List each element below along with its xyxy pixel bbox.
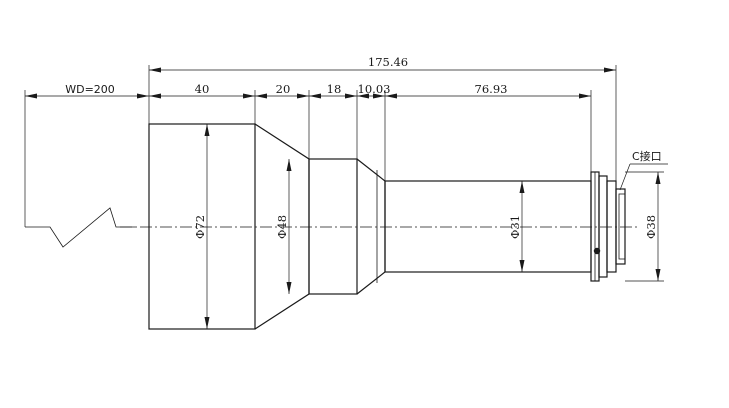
dim-d48-label: Φ48 (275, 215, 289, 239)
dim-d38: Φ38 (644, 172, 661, 281)
dim-row: WD=200 40 20 18 10.03 76.93 (25, 82, 591, 99)
dim-seg5-label: 76.93 (475, 82, 508, 96)
wd-break-line (25, 207, 135, 248)
dim-d31: Φ31 (508, 181, 525, 272)
dim-wd-label: WD=200 (65, 83, 115, 96)
dim-seg1-label: 40 (195, 82, 210, 96)
dim-overall-label: 175.46 (368, 55, 408, 69)
mount-ring-2 (598, 175, 608, 278)
rear-cone (356, 158, 386, 295)
mount-ring-3 (606, 180, 617, 273)
extension-lines (24, 65, 664, 282)
dim-d48: Φ48 (275, 159, 292, 294)
c-mount-label: C接口 (632, 150, 662, 163)
dim-seg3-label: 18 (327, 82, 342, 96)
dim-d31-label: Φ31 (508, 215, 522, 239)
dim-seg2-label: 20 (276, 82, 291, 96)
dim-d72: Φ72 (193, 124, 210, 329)
dim-d38-label: Φ38 (644, 215, 658, 239)
middle-barrel (308, 158, 358, 295)
lens-body (148, 123, 626, 330)
front-barrel (148, 123, 256, 330)
dim-seg4-label: 10.03 (358, 82, 391, 96)
dim-d72-label: Φ72 (193, 215, 207, 239)
c-mount-callout: C接口 (619, 150, 668, 191)
set-screw-icon (593, 247, 601, 255)
c-mount-thread (615, 188, 626, 265)
rear-tube (384, 180, 592, 273)
dim-overall: 175.46 (149, 55, 616, 73)
